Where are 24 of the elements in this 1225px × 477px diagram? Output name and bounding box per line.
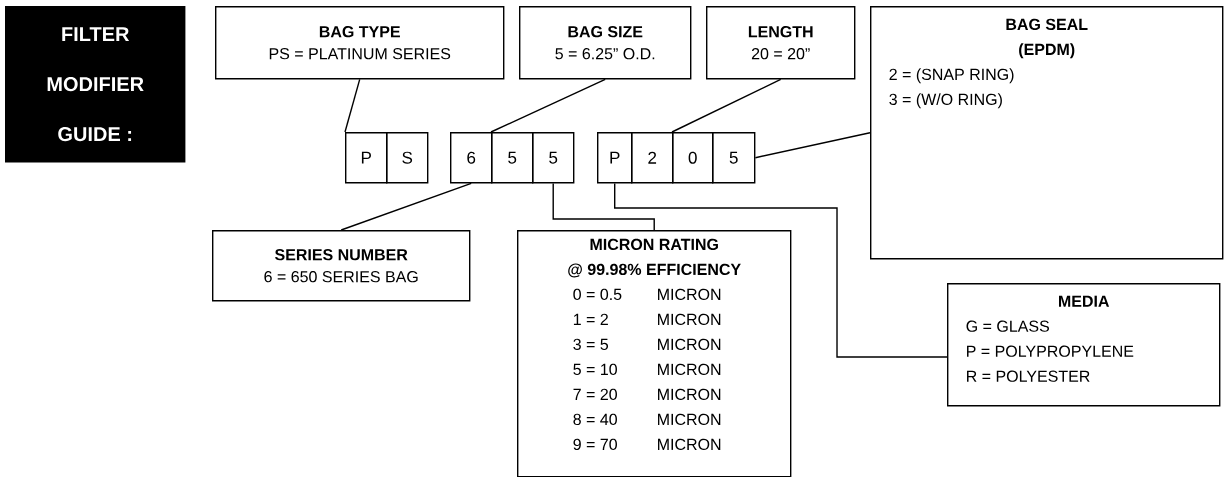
label-box: SERIES NUMBER 6 = 650 SERIES BAG	[212, 230, 471, 302]
code-cell: 5	[712, 132, 756, 184]
label-box: BAG TYPE PS = PLATINUM SERIES	[215, 6, 505, 80]
label-box: MICRON RATING @ 99.98% EFFICIENCY 0 = 0.5 MICRON 1 = 2 MICRON 3 = 5 MICRON 5 = 10 MICRON 7 = 20 MICRON 8 = 40 MICRON 9 = 70 MICRON	[517, 230, 792, 477]
code-cell: S	[386, 132, 429, 184]
code-cell: 6	[450, 132, 493, 184]
leader-line	[340, 182, 472, 231]
leader-line	[552, 182, 655, 231]
leader-line	[344, 78, 361, 133]
title-box: FILTER MODIFIER GUIDE :	[5, 6, 186, 163]
code-cell: P	[345, 132, 388, 184]
code-cell: P	[597, 132, 633, 184]
label-box: BAG SIZE 5 = 6.25” O.D.	[519, 6, 692, 80]
leader-line	[614, 182, 948, 358]
leader-line	[671, 78, 782, 133]
leader-line	[754, 132, 871, 159]
code-cell: 5	[532, 132, 575, 184]
label-box: LENGTH 20 = 20”	[706, 6, 856, 80]
leader-line	[490, 78, 606, 133]
label-box: BAG SEAL (EPDM) 2 = (SNAP RING) 3 = (W/O RING)	[870, 6, 1224, 260]
code-cell: 2	[631, 132, 674, 184]
code-cell: 0	[672, 132, 714, 184]
label-box: MEDIA G = GLASS P = POLYPROPYLENE R = POLYESTER	[947, 283, 1221, 407]
code-cell: 5	[491, 132, 534, 184]
